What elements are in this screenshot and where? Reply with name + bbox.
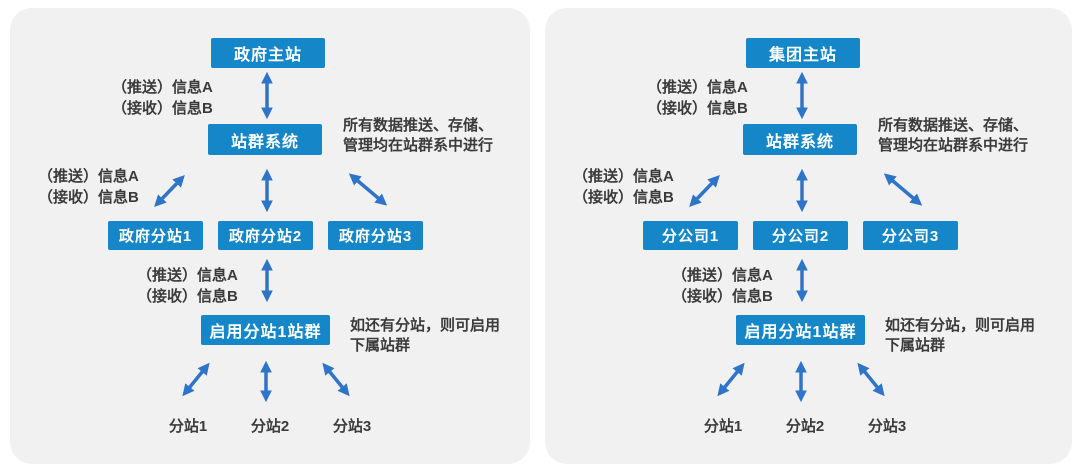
hub-box: 站群系统 [208,124,322,155]
subhub-box: 启用分站1站群 [201,315,330,345]
connector-arrows [689,71,923,403]
hub-note: 所有数据推送、存储、 管理均在站群系中进行 [343,116,493,156]
receive-label: （接收）信息B [672,288,773,305]
io-label-mid: （推送）信息A （接收）信息B [573,166,674,208]
branch-box-2: 政府分站2 [218,221,313,250]
receive-label: （接收）信息B [38,189,139,206]
receive-label: （接收）信息B [647,100,748,117]
push-label: （推送）信息A [112,79,213,96]
subhub-note-line2: 下属站群 [350,337,411,354]
hub-note: 所有数据推送、存储、 管理均在站群系中进行 [878,116,1028,156]
arrow-subhub-subsite3-icon [322,362,350,397]
connector-arrows [154,71,388,403]
push-label: （推送）信息A [672,267,773,284]
main-site-box: 集团主站 [746,38,860,68]
arrow-hub-branch3-icon [348,173,388,206]
subhub-box: 启用分站1站群 [736,315,865,345]
hub-note-line2: 管理均在站群系中进行 [878,137,1029,154]
subsite-label-2: 分站2 [250,418,290,435]
branch-box-3: 分公司3 [863,221,958,250]
subhub-note-line1: 如还有分站，则可启用 [885,317,1036,334]
hub-note-line1: 所有数据推送、存储、 [878,117,1029,134]
subhub-note: 如还有分站，则可启用 下属站群 [350,316,500,356]
branch-box-1: 分公司1 [643,221,738,250]
subhub-note-line2: 下属站群 [885,337,946,354]
push-label: （推送）信息A [137,267,238,284]
push-label: （推送）信息A [38,168,139,185]
push-label: （推送）信息A [647,79,748,96]
io-label-mid: （推送）信息A （接收）信息B [38,166,139,208]
subsite-label-3: 分站3 [332,418,372,435]
branch-box-3: 政府分站3 [328,221,423,250]
subsite-label-1: 分站1 [703,418,743,435]
io-label-top: （推送）信息A （接收）信息B [112,77,213,119]
arrow-subhub-subsite1-icon [717,362,745,397]
branch-box-1: 政府分站1 [108,221,203,250]
panel-government-site-group: 政府主站 （推送）信息A （接收）信息B 站群系统 所有数据推送、存储、 管理均… [10,8,530,464]
arrow-hub-branch1-icon [689,174,720,208]
hub-note-line1: 所有数据推送、存储、 [343,117,494,134]
receive-label: （接收）信息B [137,288,238,305]
arrow-subhub-subsite3-icon [857,362,885,397]
push-label: （推送）信息A [573,168,674,185]
arrow-hub-branch1-icon [154,174,185,208]
io-label-low: （推送）信息A （接收）信息B [137,265,238,307]
subhub-note: 如还有分站，则可启用 下属站群 [885,316,1035,356]
receive-label: （接收）信息B [573,189,674,206]
subhub-note-line1: 如还有分站，则可启用 [350,317,501,334]
io-label-top: （推送）信息A （接收）信息B [647,77,748,119]
subsite-label-1: 分站1 [168,418,208,435]
receive-label: （接收）信息B [112,100,213,117]
hub-box: 站群系统 [743,124,857,155]
io-label-low: （推送）信息A （接收）信息B [672,265,773,307]
arrow-subhub-subsite1-icon [182,362,210,397]
hub-note-line2: 管理均在站群系中进行 [343,137,494,154]
panel-group-site-group: 集团主站 （推送）信息A （接收）信息B 站群系统 所有数据推送、存储、 管理均… [545,8,1072,464]
subsite-label-3: 分站3 [867,418,907,435]
subsite-label-2: 分站2 [785,418,825,435]
arrow-hub-branch3-icon [883,173,923,206]
main-site-box: 政府主站 [211,38,325,68]
branch-box-2: 分公司2 [753,221,848,250]
